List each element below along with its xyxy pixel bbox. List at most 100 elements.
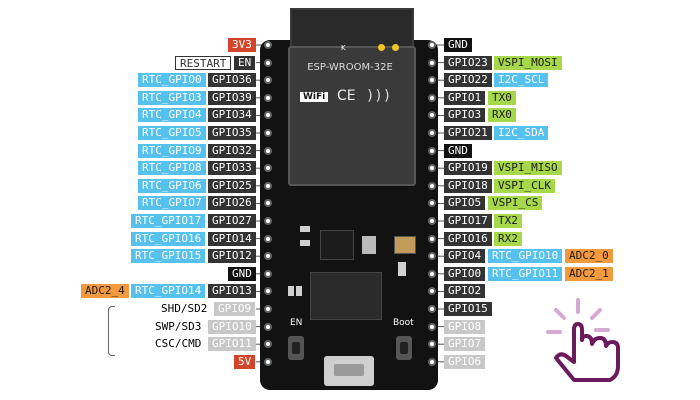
pin-hole (264, 58, 272, 67)
right-pin-label: GPIO4 (444, 249, 486, 264)
pin-hole (428, 58, 436, 67)
en-button-label: EN (290, 318, 303, 328)
pin-hole (264, 41, 272, 49)
left-pin-label: RESTART (175, 55, 232, 70)
right-pin-label: GPIO6 (444, 354, 486, 369)
right-pin-label: GPIO8 (444, 319, 486, 334)
pin-hole (264, 164, 272, 173)
pin-hole (428, 146, 436, 155)
left-pin-label: ADC2_4 (81, 284, 129, 299)
right-pin-label: GPIO17 (444, 214, 492, 228)
right-pin-label: RTC_GPIO11 (488, 266, 563, 281)
left-pin-label: RTC_GPIO9 (138, 143, 206, 158)
left-pin-label: GND (228, 266, 256, 281)
left-pin-label: GPIO36 (208, 73, 256, 88)
left-pin-label: SWP/SD3 (155, 319, 202, 333)
wifi-badge: WiFi (300, 92, 329, 102)
pin-hole (428, 111, 436, 120)
left-pin-label: GPIO14 (208, 231, 256, 246)
left-pin-label: GPIO13 (208, 284, 256, 299)
boot-button-label: Boot (393, 318, 414, 328)
left-pin-label: RTC_GPIO3 (138, 90, 206, 105)
led-indicator (378, 44, 385, 51)
right-pin-label: GPIO7 (444, 337, 486, 352)
left-pin-label: RTC_GPIO14 (131, 284, 206, 299)
left-pin-label: GPIO27 (208, 214, 256, 228)
smd-component (362, 236, 376, 254)
usb-uart-chip (310, 272, 382, 320)
right-pin-label: RX0 (488, 108, 516, 123)
smd-component (398, 262, 406, 276)
boot-button[interactable] (396, 336, 412, 360)
left-pin-label: GPIO12 (208, 249, 256, 264)
left-pin-label: RTC_GPIO5 (138, 126, 206, 140)
right-pin-label: GPIO16 (444, 231, 492, 246)
module-name: ESP-WROOM-32E (307, 62, 393, 73)
pin-hole (428, 340, 436, 349)
pin-hole (264, 129, 272, 137)
voltage-regulator (320, 230, 354, 260)
pin-hole (428, 357, 436, 366)
left-pin-label: 3V3 (228, 38, 256, 52)
right-pin-label: GPIO1 (444, 90, 486, 105)
pin-hole (264, 217, 272, 225)
smd-component (300, 240, 310, 246)
left-pin-label: GPIO39 (208, 90, 256, 105)
left-pin-label: RTC_GPIO0 (138, 73, 206, 88)
right-pin-label: TX0 (488, 90, 516, 105)
pin-hole (264, 340, 272, 349)
left-pin-label: GPIO26 (208, 196, 256, 211)
pin-hole (264, 252, 272, 261)
left-pin-label: GPIO25 (208, 178, 256, 193)
right-pin-label: GPIO3 (444, 108, 486, 123)
left-pin-label: RTC_GPIO4 (138, 108, 206, 123)
pin-hole (428, 322, 436, 331)
right-pin-label: GPIO19 (444, 161, 492, 176)
left-pin-label: EN (234, 55, 256, 70)
right-pin-label: RTC_GPIO10 (488, 249, 563, 264)
rf-wave-icon: ))) (366, 88, 392, 104)
left-pin-label: GPIO11 (208, 337, 256, 352)
left-pin-label: 5V (234, 354, 256, 369)
right-pin-label: GPIO0 (444, 266, 486, 281)
right-pin-label: I2C_SCL (494, 73, 549, 88)
left-pin-label: GPIO10 (208, 319, 256, 334)
micro-usb-port[interactable] (324, 356, 374, 386)
pin-hole (264, 146, 272, 155)
left-pin-label: RTC_GPIO8 (138, 161, 206, 176)
right-pin-label: VSPI_MOSI (494, 55, 562, 70)
smd-component (288, 286, 294, 296)
pin-hole (264, 111, 272, 120)
pin-hole (428, 217, 436, 225)
pin-hole (428, 181, 436, 190)
left-pin-label: SHD/SD2 (161, 302, 208, 315)
flash-pins-bracket (108, 306, 115, 356)
right-pin-label: GPIO2 (444, 284, 486, 299)
pin-hole (428, 41, 436, 49)
left-pin-label: RTC_GPIO7 (138, 196, 206, 211)
pin-hole (264, 357, 272, 366)
right-pin-label: GPIO22 (444, 73, 492, 88)
capacitor (394, 236, 416, 254)
left-pin-label: GPIO32 (208, 143, 256, 158)
pin-hole (428, 164, 436, 173)
right-pin-label: VSPI_CLK (494, 178, 555, 193)
module-small-mark: K (341, 44, 346, 52)
led-indicator (392, 44, 399, 51)
right-pin-label: GPIO21 (444, 126, 492, 140)
en-button[interactable] (288, 336, 304, 360)
pin-hole (428, 305, 436, 313)
left-pin-label: RTC_GPIO17 (131, 214, 206, 228)
left-pin-label: RTC_GPIO16 (131, 231, 206, 246)
smd-component (300, 226, 310, 232)
pin-hole (428, 93, 436, 102)
pin-hole (264, 269, 272, 278)
pin-hole (264, 199, 272, 208)
right-pin-label: GPIO15 (444, 302, 492, 316)
left-pin-label: CSC/CMD (155, 337, 202, 351)
smd-component (296, 286, 302, 296)
right-pin-label: RX2 (494, 231, 522, 246)
pin-hole (264, 93, 272, 102)
pin-hole (428, 129, 436, 137)
